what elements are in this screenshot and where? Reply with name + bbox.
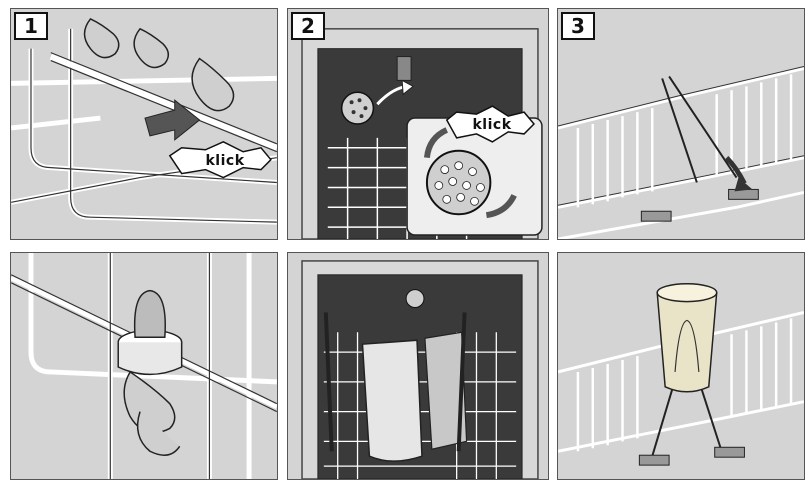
klick-label: klick xyxy=(452,117,532,133)
klick-label: klick xyxy=(185,153,265,169)
panel-step2-top: 2 klick xyxy=(287,8,549,240)
illustration-cup-on-holder xyxy=(558,253,804,479)
illustration-bottle-in-clip xyxy=(11,253,277,479)
panel-step3-bottom xyxy=(557,252,805,480)
panel-step3-top: 3 xyxy=(557,8,805,240)
step-number-badge: 3 xyxy=(561,12,595,40)
illustration-holder-rack xyxy=(558,9,804,239)
panel-step2-bottom xyxy=(287,252,549,480)
step-number-badge: 2 xyxy=(291,12,325,40)
panel-step1-top: 1 klick xyxy=(10,8,278,240)
step-number-badge: 1 xyxy=(14,12,48,40)
illustration-filter-installed xyxy=(288,253,548,479)
panel-step1-bottom xyxy=(10,252,278,480)
illustration-clip-attach xyxy=(11,9,277,239)
